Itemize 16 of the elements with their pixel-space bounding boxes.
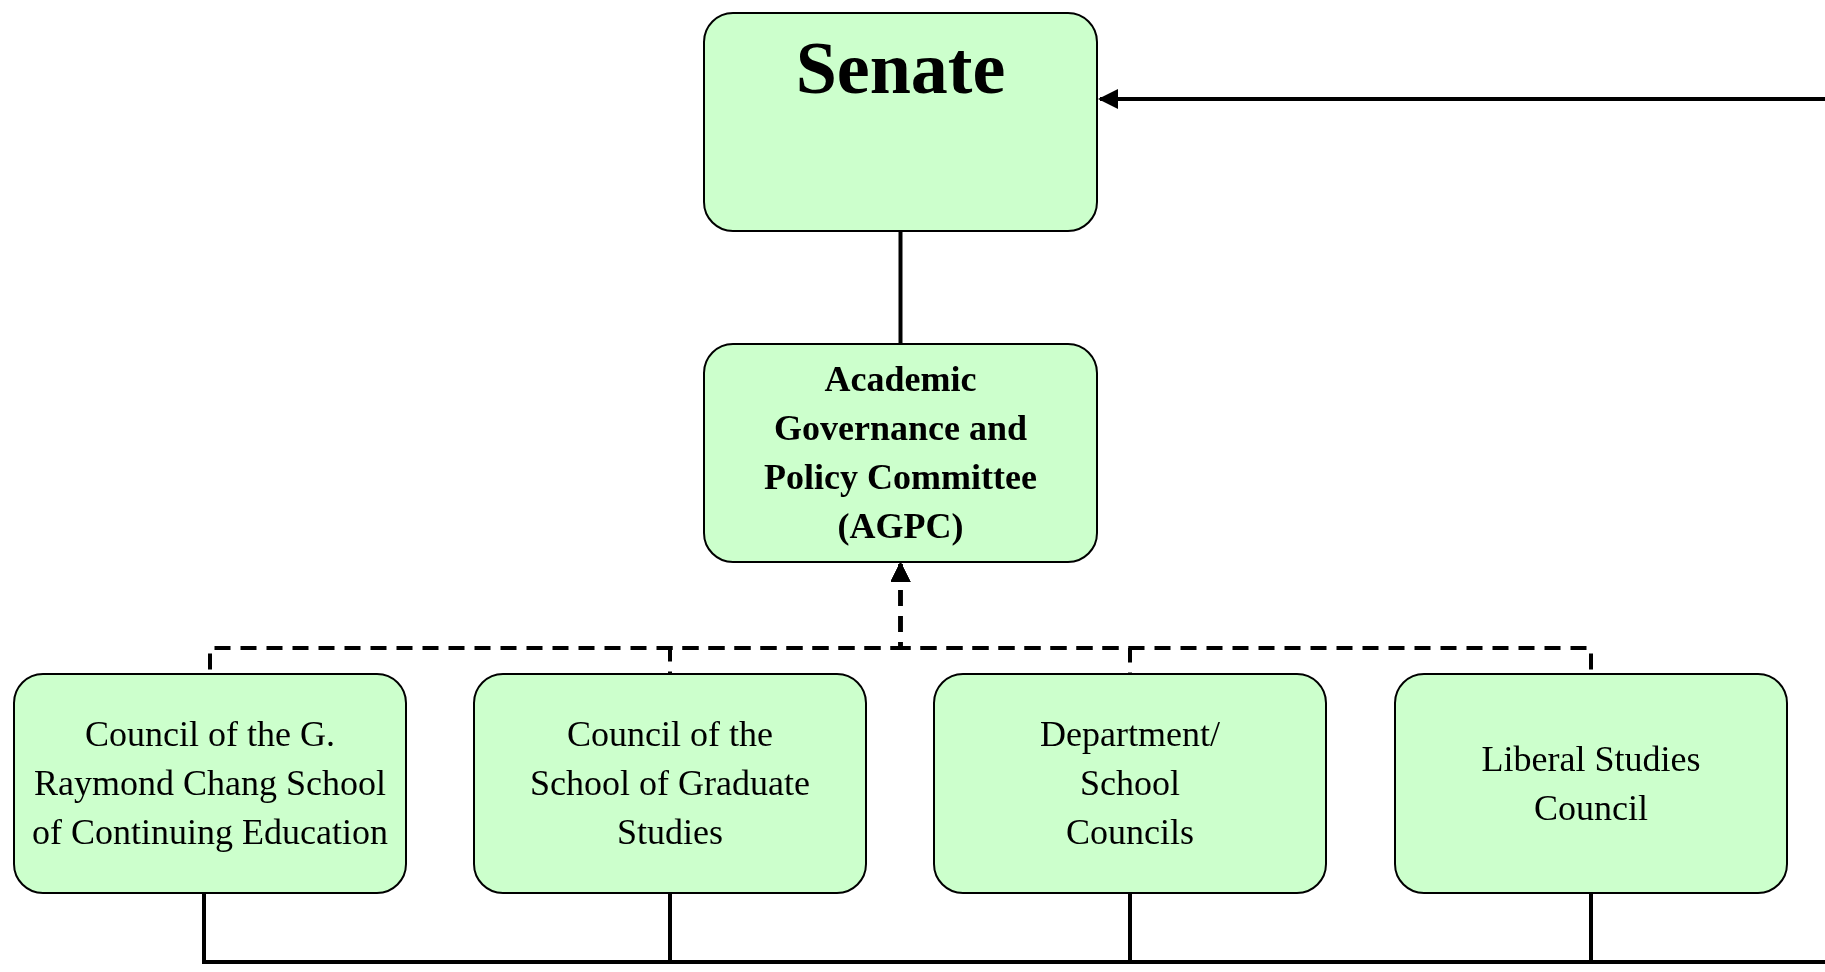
committee-box — [933, 673, 1327, 894]
arrow — [1098, 89, 1825, 109]
box-title: Senate — [795, 28, 1006, 110]
connector-line — [898, 232, 903, 343]
arrow — [890, 562, 1593, 673]
committee-box — [473, 673, 867, 894]
committee-box — [703, 343, 1098, 563]
senate-box — [703, 12, 1098, 232]
committee-box — [13, 673, 407, 894]
box-label: Liberal Studies Council — [1480, 737, 1702, 830]
connector-line — [1589, 894, 1825, 964]
box-label: Council of the School of Graduate Studies — [529, 713, 811, 854]
box-label: Department/ School Councils — [1039, 713, 1221, 854]
box-label: Council of the G. Raymond Chang School of Continuing Education — [31, 713, 389, 854]
box-label: Academic Governance and Policy Committee (AGPC) — [763, 358, 1038, 548]
committee-box — [1394, 673, 1788, 894]
